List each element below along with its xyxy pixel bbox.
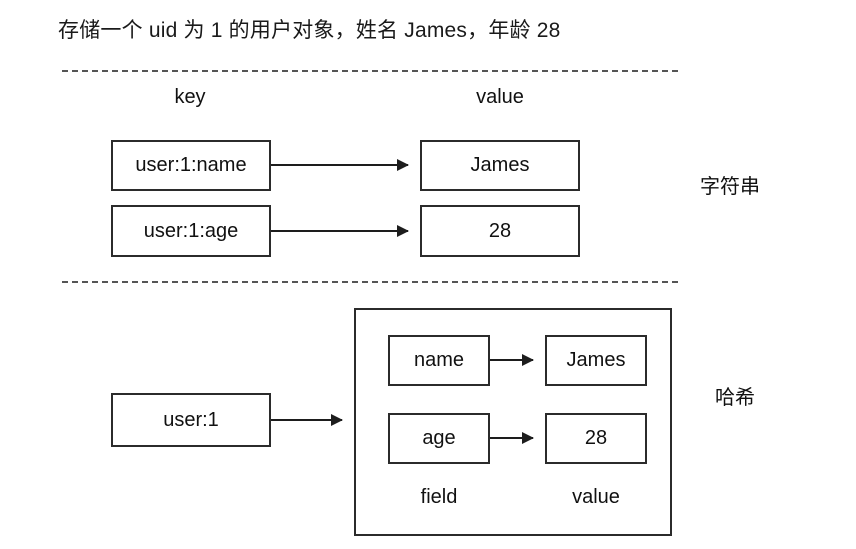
arrow-hash-key xyxy=(271,414,343,426)
string-key-name-box: user:1:name xyxy=(111,140,271,191)
divider-bottom xyxy=(62,281,678,283)
hash-field-name-box: name xyxy=(388,335,490,386)
string-value-age-box: 28 xyxy=(420,205,580,257)
type-label-hash: 哈希 xyxy=(715,387,755,409)
column-header-value: value xyxy=(476,86,524,108)
hash-value-age-box: 28 xyxy=(545,413,647,464)
hash-subheader-field: field xyxy=(420,486,458,508)
type-label-string: 字符串 xyxy=(700,176,760,198)
hash-field-age-box: age xyxy=(388,413,490,464)
arrow-string-age xyxy=(271,225,409,237)
divider-top xyxy=(62,70,678,72)
string-value-name-box: James xyxy=(420,140,580,191)
hash-key-box: user:1 xyxy=(111,393,271,447)
arrow-hash-name xyxy=(490,354,534,366)
hash-value-name-box: James xyxy=(545,335,647,386)
page-title: 存储一个 uid 为 1 的用户对象，姓名 James，年龄 28 xyxy=(58,19,561,42)
hash-subheader-value: value xyxy=(572,486,620,508)
column-header-key: key xyxy=(174,86,206,108)
arrow-string-name xyxy=(271,159,409,171)
string-key-age-box: user:1:age xyxy=(111,205,271,257)
arrow-hash-age xyxy=(490,432,534,444)
